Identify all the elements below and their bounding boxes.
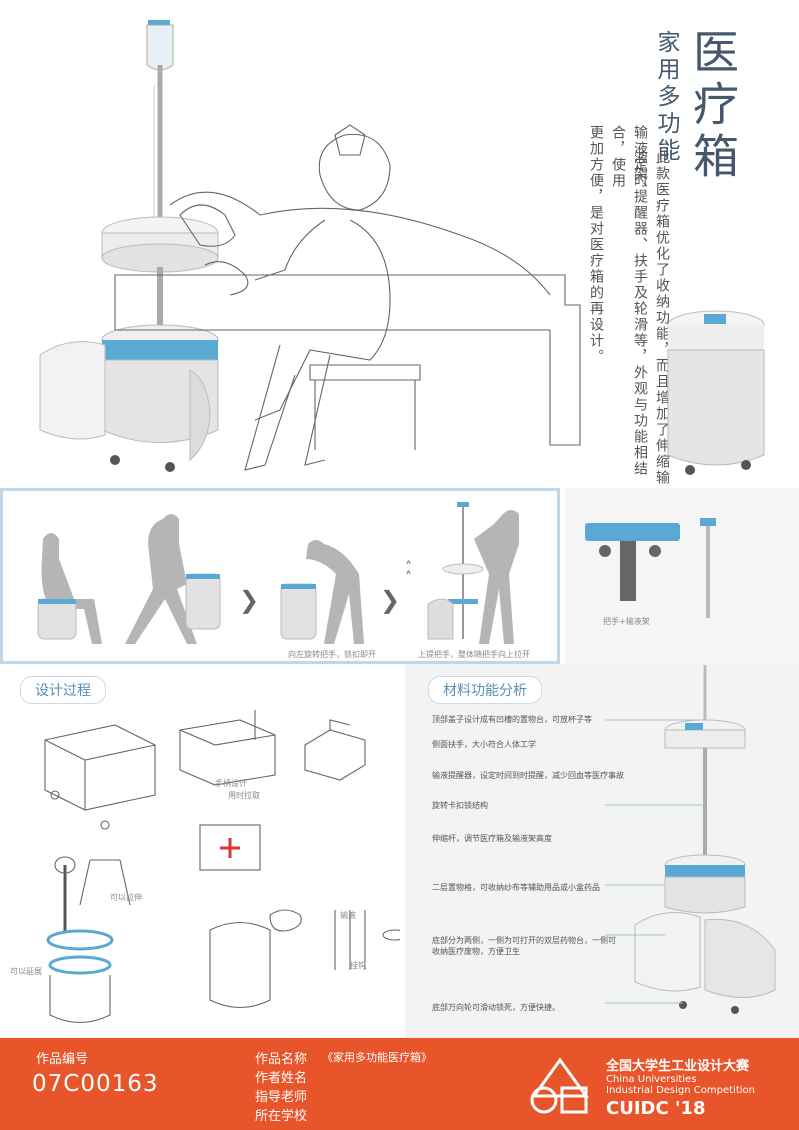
hero-illustration: [39, 20, 581, 472]
work-no-label: 作品编号: [36, 1052, 89, 1067]
usage-steps-panel: ❯ ❯ ˄˄ 向左旋转把手，锁扣即开 上提把手，整体随把手向上拉开: [0, 488, 560, 664]
material-note-7: 底部分为两侧，一侧为可打开的双层药物台，一侧可收纳医疗废物，方便卫生: [432, 936, 616, 956]
material-note-8: 底部万向轮可滑动锁死，方便快捷。: [432, 1003, 560, 1012]
product-render-closed: [667, 310, 765, 475]
material-note-3: 输液提醒器，设定时间到时提醒，减少回血等医疗事故: [432, 771, 624, 780]
competition-short: CUIDC '18: [606, 1098, 706, 1119]
sketch-note-e: 输液: [340, 911, 356, 920]
school-label: 所在学校: [255, 1109, 308, 1124]
material-note-6: 二层置物格，可收纳纱布等辅助用品或小盒药品: [432, 883, 600, 892]
design-sketches: [44, 710, 400, 1023]
sketch-note-f: 挂钩: [350, 961, 366, 970]
author-label: 作者姓名: [255, 1071, 308, 1086]
work-no: 07C00163: [32, 1071, 159, 1097]
caption-step4: 上提把手，整体随把手向上拉开: [418, 650, 530, 659]
chevron-right-icon-2: ❯: [380, 586, 401, 614]
materials-heading: 材料功能分析: [428, 676, 542, 704]
work-name-label: 作品名称: [255, 1052, 308, 1067]
design-process-heading: 设计过程: [20, 676, 106, 704]
competition-name-en-2: Industrial Design Competition: [606, 1085, 755, 1096]
page-title: 医疗箱: [686, 28, 740, 184]
sketch-note-a: 手柄设计: [215, 779, 247, 788]
material-note-4: 旋转卡扣锁结构: [432, 801, 488, 810]
material-note-5: 伸缩杆，调节医疗箱及输液架高度: [432, 834, 552, 843]
description-col-3: 更加方便，是对医疗箱的再设计。: [588, 125, 604, 365]
footer-bar: 作品编号 07C00163 作品名称 《家用多功能医疗箱》 作者姓名 指导老师 …: [0, 1038, 799, 1130]
sketch-note-c: 可以拉伸: [110, 893, 142, 902]
iv-hook: [148, 20, 170, 28]
chevron-right-icon: ❯: [239, 586, 260, 614]
handle-detail-panel: 把手+输液架: [565, 488, 799, 664]
iv-bag: [146, 24, 174, 71]
competition-logo-icon: [530, 1057, 589, 1114]
double-chevron-up-icon: ˄˄: [405, 560, 412, 586]
teacher-label: 指导老师: [255, 1090, 308, 1105]
description-col-2: 输液定时提醒器、扶手及轮滑等，外观与功能相结合，使用: [610, 125, 648, 477]
competition-name-cn: 全国大学生工业设计大赛: [606, 1059, 750, 1074]
caption-step3: 向左旋转把手，锁扣即开: [288, 650, 376, 659]
exploded-view: [605, 665, 776, 1014]
work-name-value: 《家用多功能医疗箱》: [322, 1051, 432, 1064]
page-subtitle: 家用多功能: [653, 30, 679, 165]
caption-handle: 把手+输液架: [603, 617, 650, 626]
competition-name-en-1: China Universities: [606, 1074, 697, 1085]
handle-render: [585, 518, 716, 618]
sketch-note-d: 可以延展: [10, 967, 42, 976]
sketch-note-b: 用时拉取: [228, 791, 260, 800]
description-col-1: 此款医疗箱优化了收纳功能，而且增加了伸缩输液架、: [632, 150, 670, 486]
material-note-1: 顶部盖子设计成有凹槽的置物台，可放杯子等: [432, 715, 592, 724]
material-note-2: 侧面扶手，大小符合人体工学: [432, 740, 536, 749]
usage-steps-illustration: [37, 502, 519, 644]
